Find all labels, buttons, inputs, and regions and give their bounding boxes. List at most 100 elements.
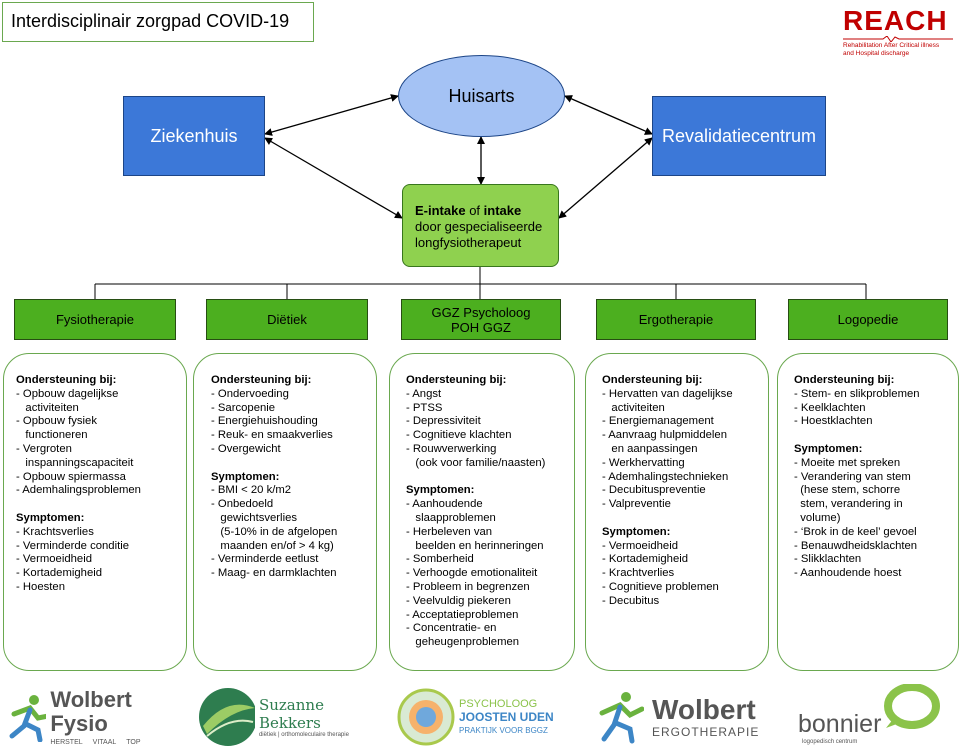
intake-e-intake: E-intake (415, 203, 466, 218)
list-item: - Vergroten (16, 442, 72, 455)
list-item: - Hoestklachten (794, 415, 873, 428)
list-item: functioneren (16, 429, 88, 442)
list-item: - PTSS (406, 401, 443, 414)
list-item: (hese stem, schorre (794, 484, 901, 497)
list-item: - Keelklachten (794, 401, 866, 414)
list-item: - Kortademigheid (602, 553, 689, 566)
card-symptoms-header: Symptomen: (211, 470, 280, 483)
leaf-circle-icon (199, 688, 255, 746)
page-title: Interdisciplinair zorgpad COVID-19 (2, 2, 314, 42)
list-item: - Probleem in begrenzen (406, 580, 530, 593)
list-item: geheugenproblemen (406, 636, 520, 649)
list-item: - Valpreventie (602, 498, 671, 511)
list-item: activiteiten (602, 401, 665, 414)
list-item: - Maag- en darmklachten (211, 567, 337, 580)
list-item: - Opbouw fysiek (16, 415, 97, 428)
arrow-ziekenhuis-intake (264, 137, 403, 219)
list-item: - Energiehuishouding (211, 415, 318, 428)
list-item: - Onbedoeld (211, 498, 274, 511)
psycholoog-line1: PSYCHOLOOG (459, 697, 538, 710)
arrow-huisarts-revalidatie (564, 95, 653, 135)
reach-subtitle-2: and Hospital discharge (843, 50, 910, 57)
list-item: stem, verandering in (794, 498, 903, 511)
psycholoog-line2: JOOSTEN UDEN (459, 709, 554, 724)
list-item: - ‘Brok in de keel’ gevoel (794, 525, 917, 538)
intake-node: E-intake of intake door gespecialiseerde… (402, 184, 559, 267)
card-support-header: Ondersteuning bij: (406, 374, 507, 386)
list-item: - Verminderde eetlust (211, 553, 319, 566)
revalidatiecentrum-node: Revalidatiecentrum (652, 96, 826, 176)
bekkers-sub: diëtiek | orthomoleculaire therapie (258, 732, 349, 738)
list-item: - Vermoeidheid (602, 539, 678, 552)
list-item: - Hervatten van dagelijkse (602, 387, 733, 400)
list-item: - Verandering van stem (794, 470, 911, 483)
list-item: - Ademhalingstechnieken (602, 470, 729, 483)
list-item: - Decubituspreventie (602, 484, 706, 497)
list-item: en aanpassingen (602, 442, 698, 455)
reach-subtitle-1: Rehabilitation After Critical illness (843, 42, 940, 49)
discipline-ergotherapie: Ergotherapie (596, 299, 756, 340)
bekkers-name: Suzanne Bekkers (258, 696, 324, 732)
list-item: - Aanvraag hulpmiddelen (602, 429, 727, 442)
intake-of: of (465, 203, 484, 218)
list-item: - Veelvuldig piekeren (406, 594, 511, 607)
bonnier-name: bonnier (798, 710, 882, 738)
wolbert-ergo-name: Wolbert (652, 694, 756, 725)
wolbert-ergo-sub: ERGOTHERAPIE (652, 725, 760, 739)
list-item: - Rouwverwerking (406, 442, 497, 455)
wolbert-tag-herstel: HERSTEL (50, 739, 83, 746)
list-item: - Angst (406, 387, 442, 400)
logo-wolbert-ergo: Wolbert ERGOTHERAPIE (594, 684, 762, 750)
list-item: slaapproblemen (406, 511, 496, 524)
wolbert-tag-top: TOP (126, 739, 141, 746)
card-support-header: Ondersteuning bij: (16, 374, 117, 386)
list-item: maanden en/of > 4 kg) (211, 539, 334, 552)
card-support-header: Ondersteuning bij: (602, 374, 703, 386)
intake-line2: door gespecialiseerde (415, 219, 543, 234)
list-item: - Overgewicht (211, 442, 281, 455)
discipline-ggz: GGZ Psycholoog POH GGZ (401, 299, 561, 340)
logo-psycholoog-joosten: PSYCHOLOOG JOOSTEN UDEN PRAKTIJK VOOR BG… (397, 684, 561, 750)
speech-bubble-icon (884, 684, 940, 729)
list-item: - Benauwdheidsklachten (794, 539, 918, 552)
list-item: - Aanhoudende (406, 498, 483, 511)
list-item: - Energiemanagement (602, 415, 714, 428)
list-item: inspanningscapaciteit (16, 456, 134, 469)
list-item: - Krachtsverlies (16, 525, 94, 538)
reach-logo-text: REACH (843, 5, 948, 36)
list-item: - Hoesten (16, 580, 65, 593)
card-symptoms-header: Symptomen: (602, 525, 671, 538)
arrow-revalidatie-intake (558, 137, 653, 219)
list-item: - Acceptatieproblemen (406, 608, 519, 621)
list-item: - Decubitus (602, 594, 660, 607)
card-logopedie: Ondersteuning bij: - Stem- en slikproble… (777, 353, 959, 671)
discipline-fysiotherapie: Fysiotherapie (14, 299, 176, 340)
list-item: - Verminderde conditie (16, 539, 130, 552)
list-item: activiteiten (16, 401, 79, 414)
logo-suzanne-bekkers: Suzanne Bekkers diëtiek | orthomoleculai… (197, 684, 382, 750)
psycholoog-line3: PRAKTIJK VOOR BGGZ (459, 725, 548, 735)
card-ggz: Ondersteuning bij: - Angst - PTSS - Depr… (389, 353, 575, 671)
sun-circle-icon (397, 688, 455, 746)
card-fysiotherapie: Ondersteuning bij: - Opbouw dagelijkse a… (3, 353, 187, 671)
list-item: (ook voor familie/naasten) (406, 456, 546, 469)
discipline-dietiek: Diëtiek (206, 299, 368, 340)
list-item: - BMI < 20 k/m2 (211, 484, 292, 497)
list-item: - Aanhoudende hoest (794, 567, 902, 580)
intake-intake: intake (483, 203, 522, 218)
card-symptoms-header: Symptomen: (16, 511, 85, 524)
wolbert-fysio-name: Wolbert Fysio (50, 687, 132, 736)
runner-icon (599, 692, 644, 744)
bonnier-sub: logopedisch centrum (802, 739, 858, 745)
list-item: - Krachtverlies (602, 567, 675, 580)
huisarts-node: Huisarts (398, 55, 565, 137)
list-item: - Sarcopenie (211, 401, 276, 414)
list-item: - Depressiviteit (406, 415, 481, 428)
logo-wolbert-fysio: Wolbert Fysio HERSTEL VITAAL TOP (4, 684, 190, 750)
list-item: - Kortademigheid (16, 567, 103, 580)
card-dietiek: Ondersteuning bij: - Ondervoeding - Sarc… (193, 353, 377, 671)
list-item: - Somberheid (406, 553, 474, 566)
discipline-ggz-label1: GGZ Psycholoog (431, 304, 531, 320)
arrow-ziekenhuis-huisarts (264, 94, 399, 136)
